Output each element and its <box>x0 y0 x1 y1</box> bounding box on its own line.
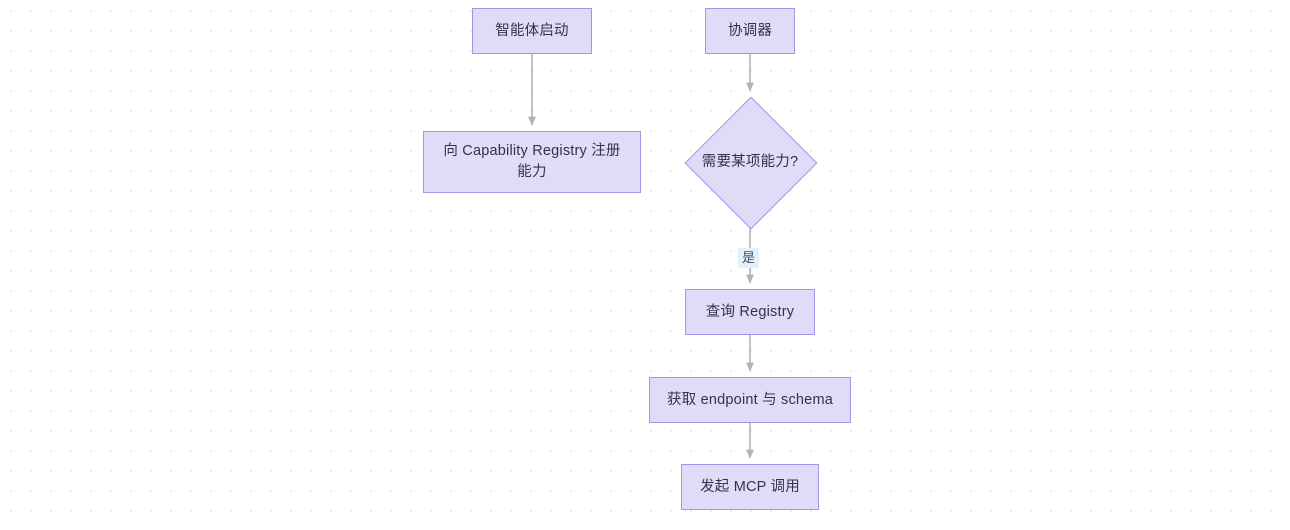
node-coordinator[interactable]: 协调器 <box>705 8 795 54</box>
node-query-registry[interactable]: 查询 Registry <box>685 289 815 335</box>
node-fetch-endpoint-schema[interactable]: 获取 endpoint 与 schema <box>649 377 851 423</box>
node-agent-start[interactable]: 智能体启动 <box>472 8 592 54</box>
node-need-capability[interactable]: 需要某项能力? <box>684 96 818 230</box>
node-register-capability[interactable]: 向 Capability Registry 注册 能力 <box>423 131 641 193</box>
edge-label-yes: 是 <box>738 248 760 268</box>
node-need-capability-label: 需要某项能力? <box>701 153 799 170</box>
node-invoke-mcp[interactable]: 发起 MCP 调用 <box>681 464 819 510</box>
